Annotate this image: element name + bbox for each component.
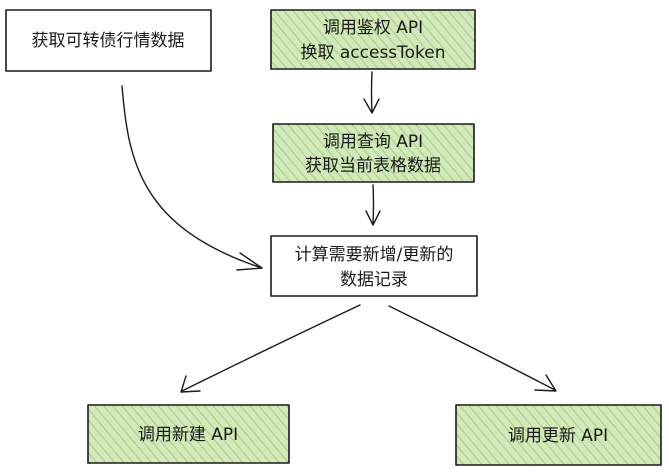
- node-call-update-api-label: 调用更新 API: [508, 426, 608, 446]
- node-call-query-api-fill: [273, 124, 474, 182]
- node-compute-records-line-2: 数据记录: [340, 270, 408, 290]
- node-call-create-api-label: 调用新建 API: [138, 425, 238, 445]
- node-call-query-api-line-2: 获取当前表格数据: [305, 156, 441, 176]
- edge-compute-to-update: [388, 305, 557, 392]
- node-call-create-api-fill: [88, 405, 289, 463]
- edge-fetch-to-compute: [121, 85, 263, 271]
- node-call-auth-api-fill: [271, 10, 475, 69]
- node-call-query-api-line-1: 调用查询 API: [323, 132, 423, 152]
- node-call-auth-api-line-1: 调用鉴权 API: [323, 18, 423, 38]
- node-call-auth-api-line-2: 换取 accessToken: [300, 43, 445, 63]
- edge-compute-to-create: [180, 304, 361, 393]
- node-compute-records: 计算需要新增/更新的 数据记录: [270, 235, 478, 297]
- node-compute-records-line-1: 计算需要新增/更新的: [295, 245, 454, 265]
- node-call-auth-api: 调用鉴权 API 换取 accessToken: [270, 9, 476, 70]
- node-call-query-api: 调用查询 API 获取当前表格数据: [272, 123, 475, 183]
- node-call-update-api-fill: [456, 405, 661, 465]
- node-call-update-api: 调用更新 API: [455, 404, 662, 466]
- edge-auth-to-query: [363, 71, 380, 114]
- node-fetch-bond-quotes-label: 获取可转债行情数据: [32, 31, 185, 51]
- node-call-create-api: 调用新建 API: [87, 404, 290, 464]
- node-fetch-bond-quotes: 获取可转债行情数据: [5, 9, 212, 72]
- edge-query-to-compute: [365, 184, 381, 226]
